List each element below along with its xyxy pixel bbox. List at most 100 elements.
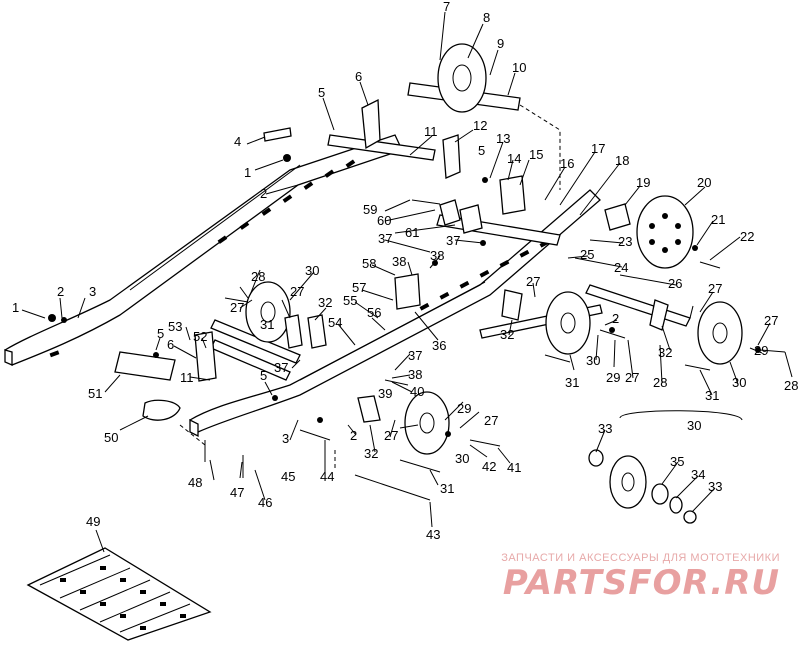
- callout-50: 50: [104, 430, 118, 445]
- callout-5: 5: [318, 85, 325, 100]
- callout-26: 26: [668, 276, 682, 291]
- callout-22: 22: [740, 229, 754, 244]
- callout-17: 17: [591, 141, 605, 156]
- callout-32: 32: [658, 345, 672, 360]
- callout-29: 29: [754, 343, 768, 358]
- callout-4: 4: [234, 134, 241, 149]
- callout-38: 38: [430, 248, 444, 263]
- callout-24: 24: [614, 260, 628, 275]
- callout-19: 19: [636, 175, 650, 190]
- cross-shafts: [210, 82, 691, 381]
- callout-33: 33: [598, 421, 612, 436]
- callout-34: 34: [691, 467, 705, 482]
- callout-15: 15: [529, 147, 543, 162]
- callout-30: 30: [305, 263, 319, 278]
- track-section: [26, 547, 212, 641]
- callout-27: 27: [484, 413, 498, 428]
- callout-2: 2: [57, 284, 64, 299]
- leader-lines: [21, 11, 793, 553]
- callout-27: 27: [625, 370, 639, 385]
- bolts: [48, 154, 786, 501]
- callout-49: 49: [86, 514, 100, 529]
- callout-37: 37: [408, 348, 422, 363]
- callout-61: 61: [405, 225, 419, 240]
- callout-1: 1: [12, 300, 19, 315]
- callout-32: 32: [318, 295, 332, 310]
- callout-46: 46: [258, 495, 272, 510]
- callout-43: 43: [426, 527, 440, 542]
- callout-30: 30: [732, 375, 746, 390]
- callout-6: 6: [355, 69, 362, 84]
- callout-2: 2: [350, 428, 357, 443]
- callout-29: 29: [606, 370, 620, 385]
- callout-28: 28: [784, 378, 798, 393]
- callout-53: 53: [168, 319, 182, 334]
- callout-14: 14: [507, 151, 521, 166]
- callout-23: 23: [618, 234, 632, 249]
- callout-8: 8: [483, 10, 490, 25]
- callout-7: 7: [443, 0, 450, 14]
- callout-57: 57: [352, 280, 366, 295]
- callout-33: 33: [708, 479, 722, 494]
- callout-37: 37: [274, 360, 288, 375]
- callout-44: 44: [320, 469, 334, 484]
- watermark: ЗАПЧАСТИ И АКСЕССУАРЫ ДЛЯ МОТОТЕХНИКИ PA…: [501, 552, 780, 602]
- callout-27: 27: [708, 281, 722, 296]
- callout-3: 3: [282, 431, 289, 446]
- callout-31: 31: [260, 317, 274, 332]
- callout-21: 21: [711, 212, 725, 227]
- wheel-assembly-bracket: [619, 410, 743, 421]
- callout-29: 29: [457, 401, 471, 416]
- callout-51: 51: [88, 386, 102, 401]
- callout-54: 54: [328, 315, 342, 330]
- callout-5: 5: [157, 326, 164, 341]
- callout-37: 37: [446, 233, 460, 248]
- callout-28: 28: [653, 375, 667, 390]
- callout-55: 55: [343, 293, 357, 308]
- callout-52: 52: [193, 329, 207, 344]
- callout-1: 1: [244, 165, 251, 180]
- callout-31: 31: [565, 375, 579, 390]
- callout-37: 37: [378, 231, 392, 246]
- callout-30: 30: [586, 353, 600, 368]
- callout-32: 32: [500, 327, 514, 342]
- assembly-lines: [179, 104, 561, 470]
- callout-5: 5: [478, 143, 485, 158]
- callout-40: 40: [410, 384, 424, 399]
- callout-2: 2: [612, 311, 619, 326]
- callout-56: 56: [367, 305, 381, 320]
- callout-10: 10: [512, 60, 526, 75]
- callout-9: 9: [497, 36, 504, 51]
- callout-38: 38: [392, 254, 406, 269]
- callout-41: 41: [507, 460, 521, 475]
- right-rail: [189, 189, 601, 438]
- callout-25: 25: [580, 247, 594, 262]
- callout-60: 60: [377, 213, 391, 228]
- callout-27: 27: [290, 284, 304, 299]
- callout-18: 18: [615, 153, 629, 168]
- callout-58: 58: [362, 256, 376, 271]
- callout-31: 31: [440, 481, 454, 496]
- callout-36: 36: [432, 338, 446, 353]
- callout-59: 59: [363, 202, 377, 217]
- callout-27: 27: [764, 313, 778, 328]
- callout-11: 11: [424, 124, 438, 139]
- callout-45: 45: [281, 469, 295, 484]
- callout-6: 6: [167, 337, 174, 352]
- watermark-tagline: ЗАПЧАСТИ И АКСЕССУАРЫ ДЛЯ МОТОТЕХНИКИ: [501, 552, 780, 564]
- callout-48: 48: [188, 475, 202, 490]
- callout-20: 20: [697, 175, 711, 190]
- callout-11: 11: [180, 370, 194, 385]
- callout-2: 2: [260, 186, 267, 201]
- idler-wheels: [245, 43, 743, 524]
- brackets: [114, 98, 669, 423]
- callout-12: 12: [473, 118, 487, 133]
- callout-5: 5: [260, 368, 267, 383]
- callout-3: 3: [89, 284, 96, 299]
- callout-28: 28: [251, 269, 265, 284]
- callout-38: 38: [408, 367, 422, 382]
- callout-27: 27: [526, 274, 540, 289]
- callout-27: 27: [384, 428, 398, 443]
- callout-27: 27: [230, 300, 244, 315]
